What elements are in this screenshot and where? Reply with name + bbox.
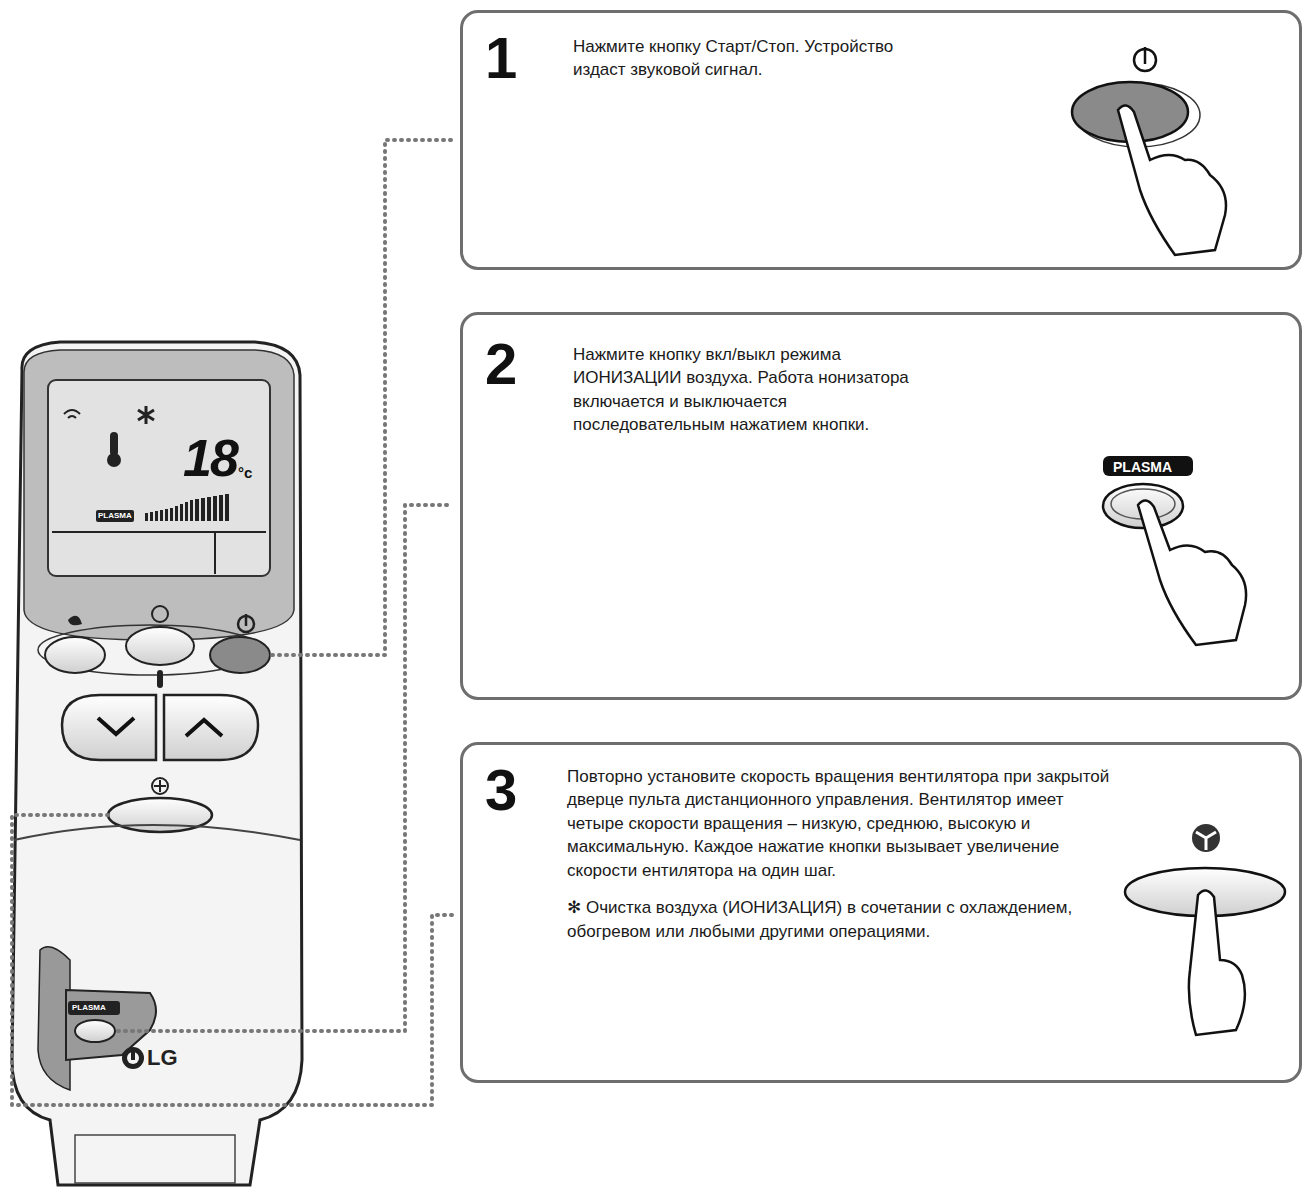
- step-box: 1 Нажмите кнопку Старт/Стоп. Устройство и…: [460, 10, 1302, 270]
- step-number: 1: [485, 29, 517, 87]
- brand-logo: LG: [147, 1047, 178, 1069]
- display-temperature: 18: [183, 432, 237, 484]
- step-note: ✻ Очистка воздуха (ИОНИЗАЦИЯ) в сочетани…: [567, 896, 1112, 943]
- display-plasma-icon: PLASMA: [96, 510, 134, 522]
- step-text: Повторно установите скорость вращения ве…: [567, 765, 1112, 882]
- step-text: Нажмите кнопку Старт/Стоп. Устройство из…: [573, 35, 913, 82]
- display-unit: °c: [238, 465, 252, 480]
- step-box: 2 Нажмите кнопку вкл/выкл режима ИОНИЗАЦИ…: [460, 312, 1302, 700]
- step-box: 3 Повторно установите скорость вращения в…: [460, 742, 1302, 1083]
- step-text: Нажмите кнопку вкл/выкл режима ИОНИЗАЦИИ…: [573, 343, 933, 437]
- step-number: 2: [485, 335, 517, 393]
- start-button-hand: [1072, 47, 1226, 255]
- fan-button-hand: [1125, 824, 1285, 1035]
- remote-plasma-label: PLASMA: [72, 1004, 106, 1012]
- plasma-button-label: PLASMA: [1110, 459, 1175, 475]
- plasma-button-hand: [1103, 456, 1246, 645]
- leader-line: [12, 140, 452, 1105]
- remote-control: [12, 342, 302, 1185]
- step-number: 3: [485, 761, 517, 819]
